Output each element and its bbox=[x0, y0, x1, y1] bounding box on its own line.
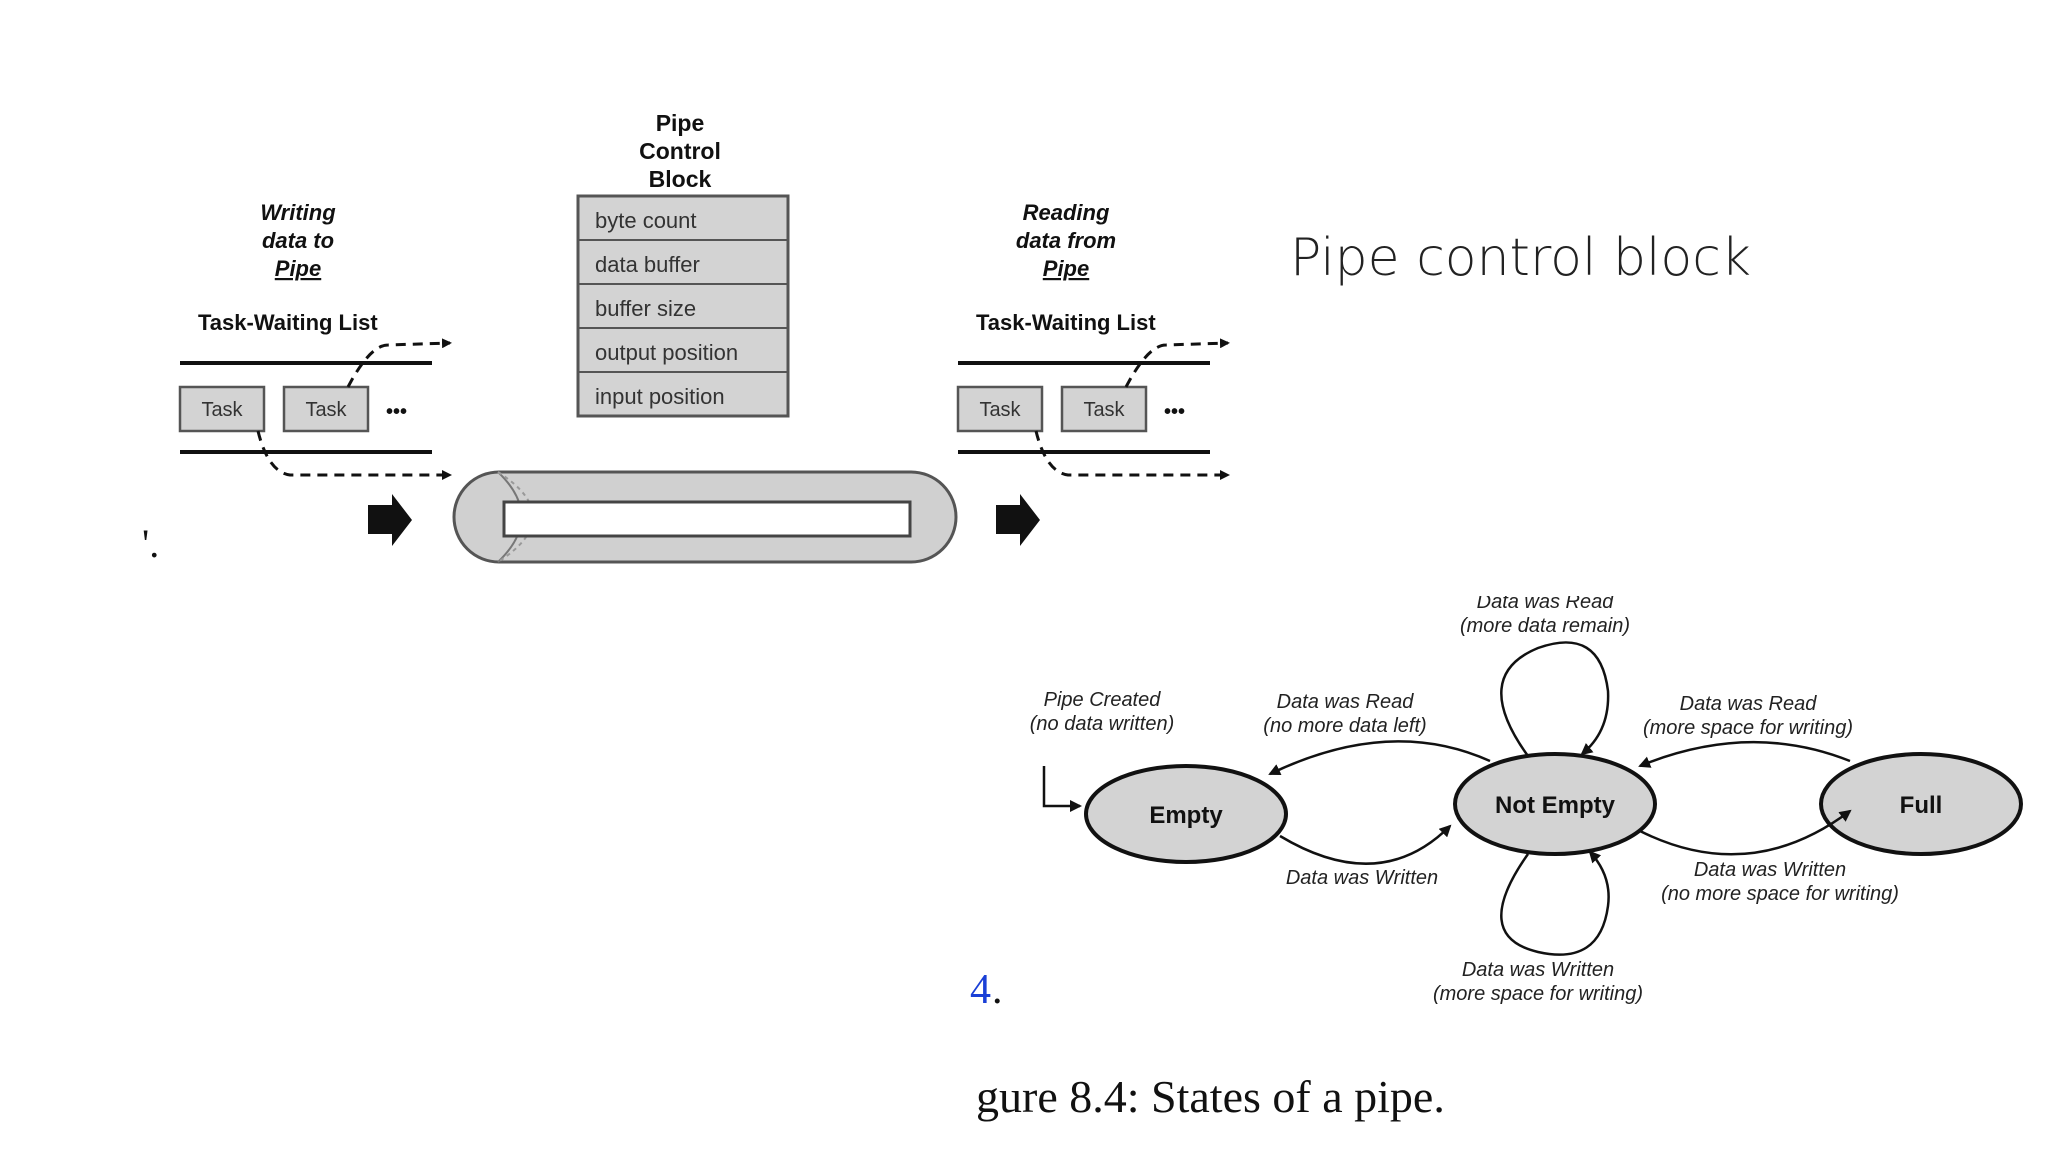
label-read-empty-1: Data was Read bbox=[1277, 691, 1415, 713]
writer-title-line2: data to bbox=[262, 228, 334, 253]
figure-link-dot: . bbox=[992, 967, 1003, 1013]
reader-flow-arrow-icon bbox=[996, 494, 1040, 546]
label-written-full-2: (no more space for writing) bbox=[1661, 883, 1899, 905]
reader-title-line3: Pipe bbox=[1043, 256, 1089, 281]
state-not-empty: Not Empty bbox=[1453, 752, 1657, 856]
writer-task: Task bbox=[201, 399, 243, 421]
pipe-tube bbox=[452, 470, 958, 564]
writer-title-line3: Pipe bbox=[275, 256, 321, 281]
pcb-field: buffer size bbox=[595, 296, 696, 321]
pcb-field: byte count bbox=[595, 208, 697, 233]
pcb-table: byte count data buffer buffer size outpu… bbox=[576, 194, 790, 418]
pcb-field: output position bbox=[595, 340, 738, 365]
reader-title-line2: data from bbox=[1016, 228, 1116, 253]
state-empty: Empty bbox=[1084, 764, 1288, 864]
label-read-space-2: (more space for writing) bbox=[1643, 717, 1853, 739]
reader-list-label: Task-Waiting List bbox=[976, 310, 1156, 335]
figure-caption: gure 8.4: States of a pipe. bbox=[976, 1071, 1445, 1122]
state-empty-label: Empty bbox=[1149, 802, 1223, 829]
label-created-2: (no data written) bbox=[1030, 713, 1175, 735]
label-written-full-1: Data was Written bbox=[1694, 859, 1846, 881]
label-written-space-1: Data was Written bbox=[1462, 959, 1614, 981]
pcb-header-line1: Pipe bbox=[656, 110, 705, 136]
pipe-control-block-diagram: Pipe Control Block byte count data buffe… bbox=[178, 110, 1230, 564]
reader-title-line1: Reading bbox=[1023, 200, 1110, 225]
reader-task: Task bbox=[1083, 399, 1125, 421]
stray-mark: '. bbox=[142, 521, 160, 566]
figure-link[interactable]: 4 bbox=[970, 967, 991, 1013]
reader-more-dots: ••• bbox=[1164, 401, 1185, 423]
pipe-state-diagram: Empty Not Empty Full Data was Read (more… bbox=[1030, 596, 2023, 1005]
pcb-field: data buffer bbox=[595, 252, 700, 277]
state-full: Full bbox=[1819, 752, 2023, 856]
writer-flow-arrow-icon bbox=[368, 494, 412, 546]
writer-more-dots: ••• bbox=[386, 401, 407, 423]
label-written: Data was Written bbox=[1286, 867, 1438, 889]
state-not-empty-label: Not Empty bbox=[1495, 792, 1616, 819]
reader-task: Task bbox=[979, 399, 1021, 421]
label-read-empty-2: (no more data left) bbox=[1263, 715, 1426, 737]
pcb-header-line2: Control bbox=[639, 138, 721, 164]
slide-title: Pipe control block bbox=[1290, 228, 1751, 288]
writer-list-label: Task-Waiting List bbox=[198, 310, 378, 335]
pcb-field: input position bbox=[595, 384, 725, 409]
label-written-space-2: (more space for writing) bbox=[1433, 983, 1643, 1005]
writer-task: Task bbox=[305, 399, 347, 421]
label-created-1: Pipe Created bbox=[1044, 689, 1162, 711]
label-read-space-1: Data was Read bbox=[1680, 693, 1818, 715]
pcb-header-line3: Block bbox=[649, 166, 712, 192]
label-read-remain-1: Data was Read bbox=[1477, 596, 1615, 613]
writer-section: Writing data to Pipe Task-Waiting List T… bbox=[178, 200, 452, 546]
writer-title-line1: Writing bbox=[260, 200, 336, 225]
label-read-remain-2: (more data remain) bbox=[1460, 615, 1630, 637]
reader-section: Reading data from Pipe Task-Waiting List… bbox=[956, 200, 1230, 546]
state-full-label: Full bbox=[1900, 792, 1943, 819]
